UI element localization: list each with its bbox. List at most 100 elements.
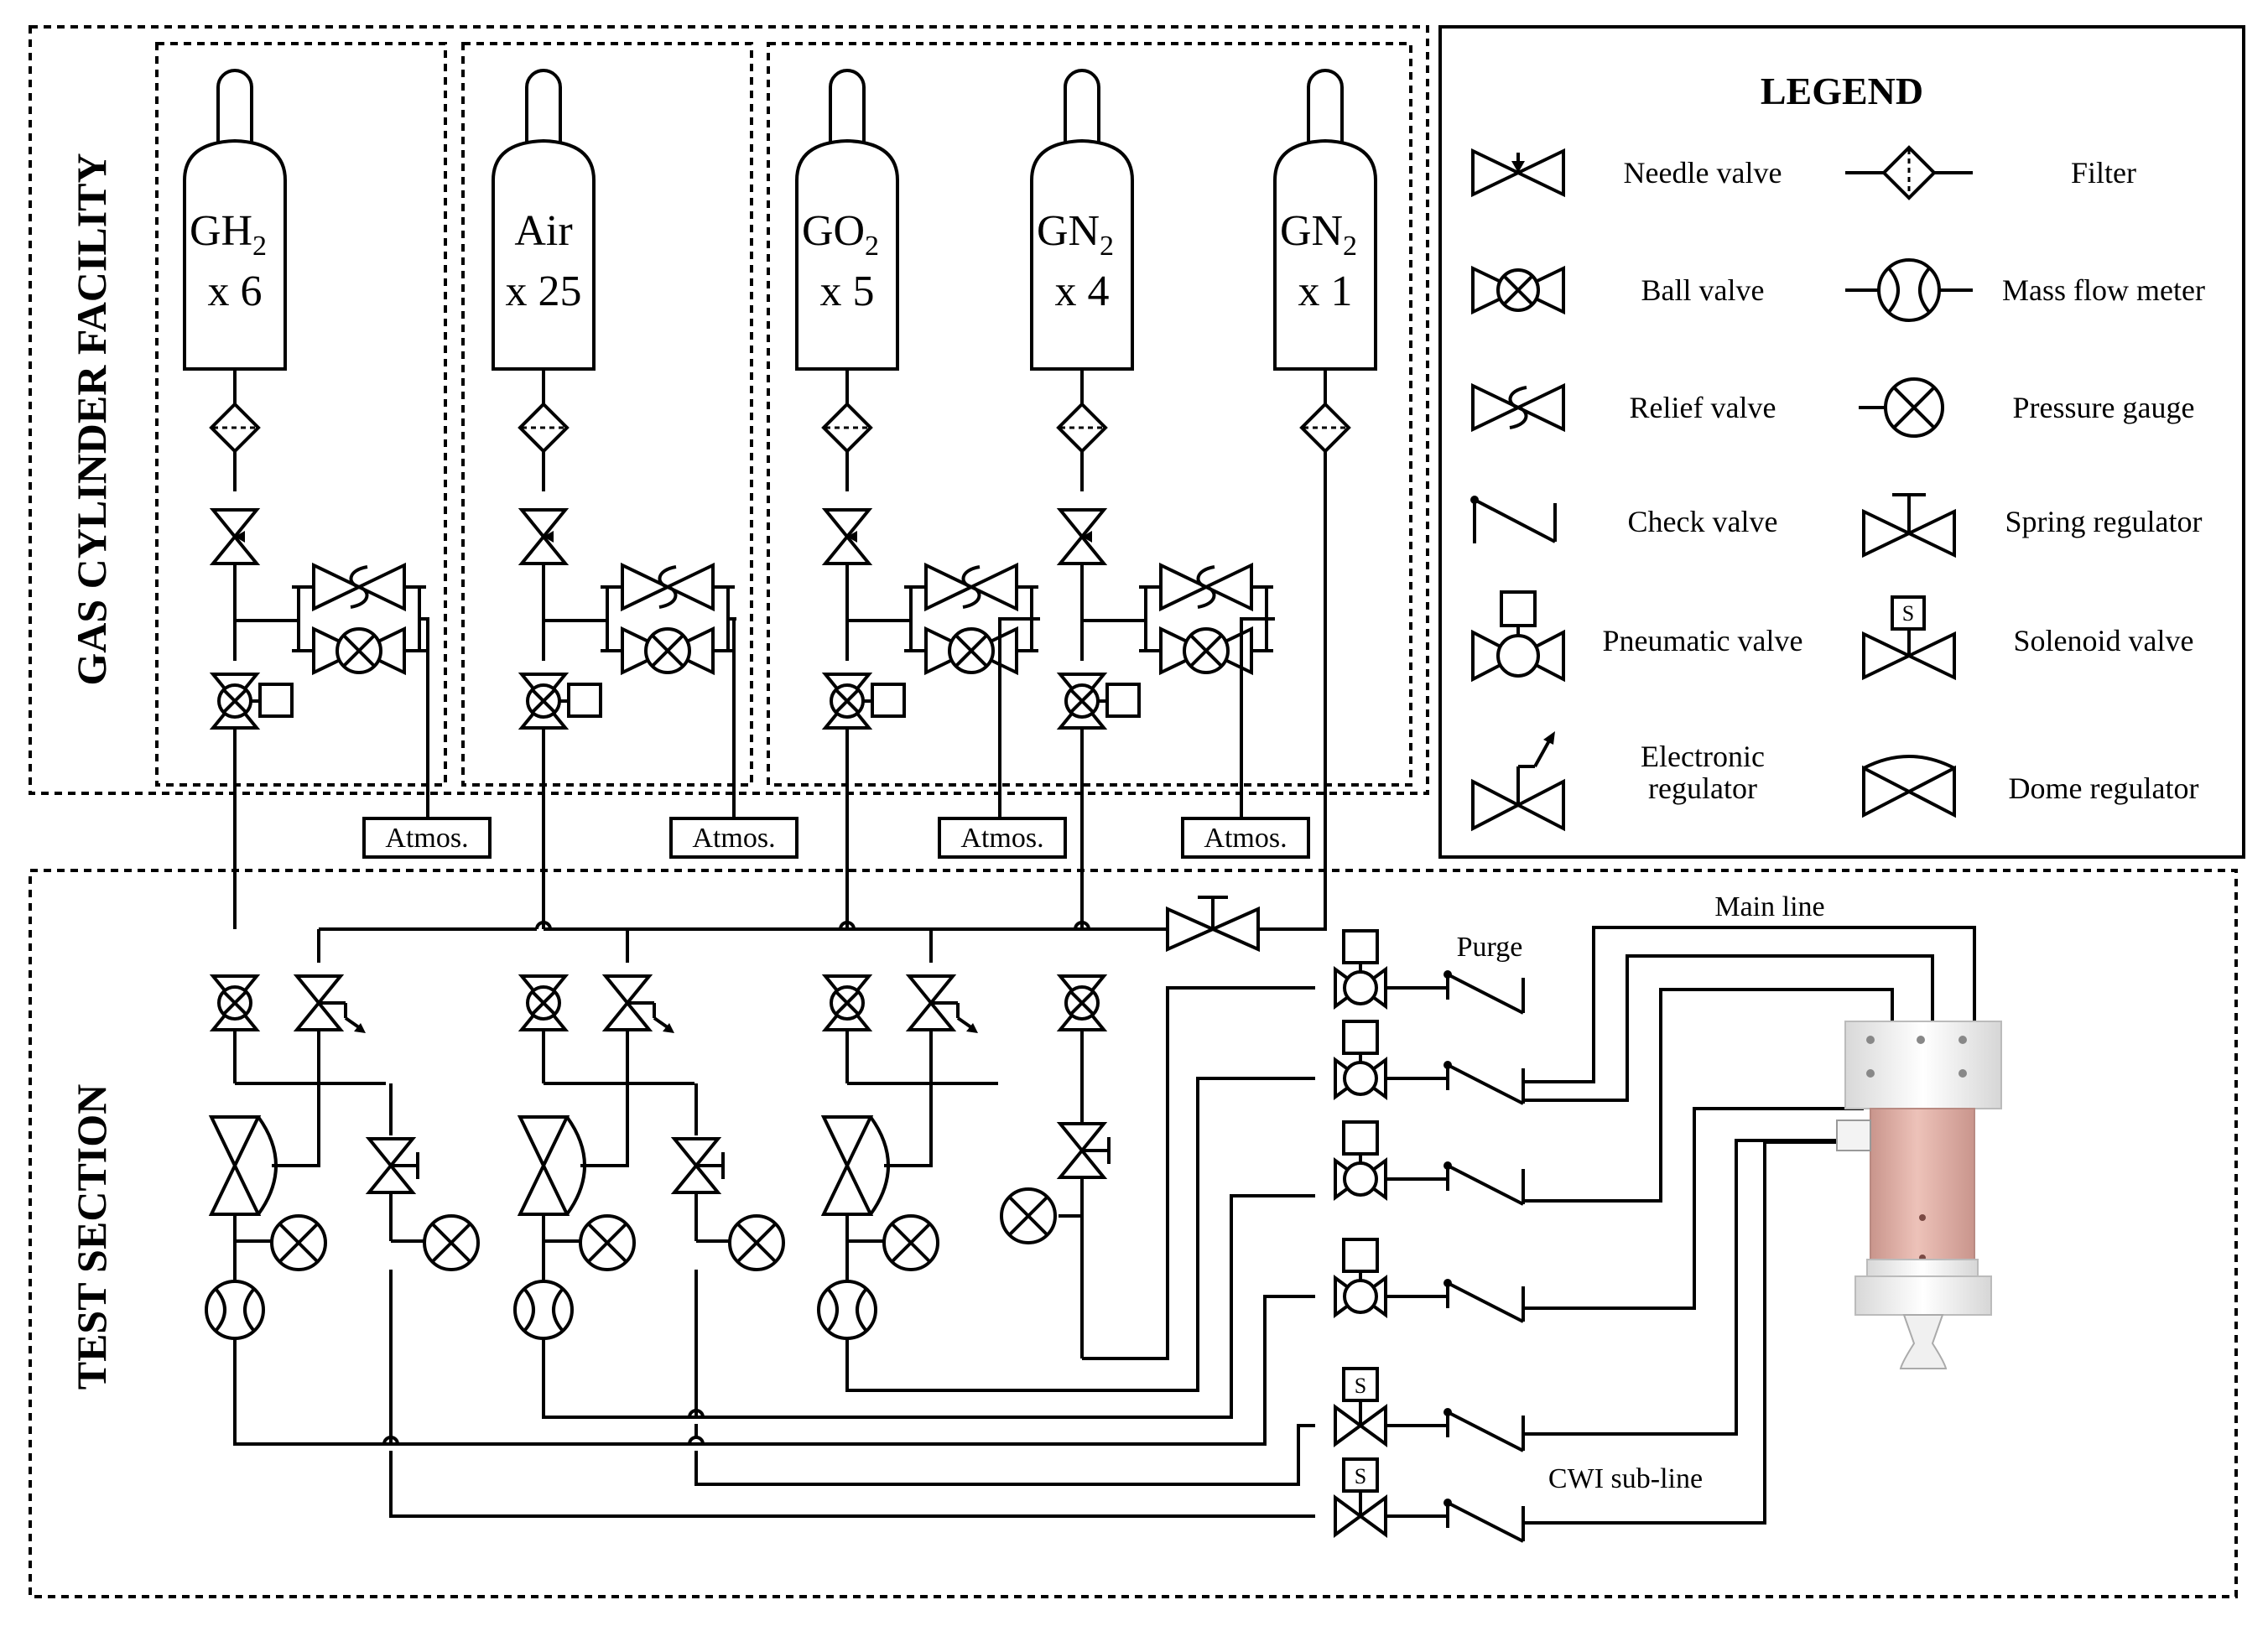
dome-regulator-icon <box>208 1115 310 1216</box>
ball-valve-icon <box>1159 626 1253 676</box>
dome-regulator-icon <box>1862 755 1956 818</box>
relief-valve-icon <box>1471 382 1565 433</box>
nozzle <box>1899 1314 1948 1369</box>
test-branch <box>205 974 386 1340</box>
filter-icon <box>1056 402 1108 454</box>
cylinder-gas-label: GN2 <box>1280 207 1357 262</box>
spring-regulator-icon <box>670 1137 725 1194</box>
test-branch <box>817 974 998 1340</box>
cylinder-branch: Atmos. <box>821 402 1067 929</box>
test-branch <box>513 974 694 1340</box>
electronic-regulator-icon <box>905 974 978 1033</box>
filter-icon <box>821 402 873 454</box>
ball-valve-icon <box>924 626 1018 676</box>
pressure-gauge-icon <box>728 1214 785 1271</box>
legend-label: Pressure gauge <box>2013 391 2195 424</box>
ball-valve-icon <box>518 974 570 1031</box>
dome-regulator-icon <box>820 1115 923 1216</box>
cylinder-count-label: x 1 <box>1298 268 1353 315</box>
relief-valve-icon <box>1159 562 1253 612</box>
relief-valve-icon <box>924 562 1018 612</box>
solenoid-letter: S <box>1355 1464 1366 1488</box>
atmos-vent-label: Atmos. <box>960 823 1043 854</box>
cwi-branch <box>670 1083 785 1271</box>
legend-label: Ball valve <box>1641 273 1765 307</box>
needle-valve-icon <box>518 508 570 565</box>
port-hole <box>1958 1036 1967 1044</box>
needle-valve-icon <box>209 508 261 565</box>
port-hole <box>1866 1036 1875 1044</box>
dome-regulator-icon <box>517 1115 619 1216</box>
ball-valve-icon <box>621 626 715 676</box>
mass-flow-meter-icon <box>205 1280 265 1340</box>
pneumatic-valve-icon <box>1334 1120 1387 1201</box>
legend-label: Relief valve <box>1630 391 1776 424</box>
cylinder-count-label: x 25 <box>506 268 582 315</box>
spring-regulator-icon <box>365 1137 419 1194</box>
port-hole <box>1919 1214 1926 1221</box>
legend-title: LEGEND <box>1761 70 1923 112</box>
gas-cylinder-facility-title: GAS CYLINDER FACILITY <box>68 153 115 685</box>
legend-label: Spring regulator <box>2005 505 2203 538</box>
pressure-gauge-icon <box>270 1214 327 1271</box>
mass-flow-meter-icon <box>817 1280 877 1340</box>
main-line-label: Main line <box>1714 891 1824 922</box>
pneumatic-valve-icon <box>518 673 602 730</box>
ball-valve-icon <box>1056 974 1108 1031</box>
pressure-gauge-icon <box>423 1214 480 1271</box>
nozzle-flange <box>1854 1275 1992 1316</box>
ball-valve-icon <box>209 974 261 1031</box>
cylinder-branch: Atmos. <box>1056 402 1310 929</box>
mass-flow-meter-icon <box>513 1280 574 1340</box>
spring-regulator-icon <box>1862 493 1956 558</box>
electronic-regulator-icon <box>293 974 366 1033</box>
solenoid-letter: S <box>1902 601 1914 626</box>
legend-label: Dome regulator <box>2009 771 2199 805</box>
atmos-vent-box <box>362 817 492 859</box>
pneumatic-valve-icon <box>1056 673 1141 730</box>
nitrogen-test-branch <box>1000 974 1315 1360</box>
solenoid-letter: S <box>1355 1374 1366 1398</box>
filter-icon <box>1845 145 1973 200</box>
pneumatic-valve-icon <box>1334 1238 1387 1318</box>
atmos-vent-box <box>669 817 798 859</box>
purge-header <box>317 921 1168 963</box>
relief-valve-icon <box>621 562 715 612</box>
pressure-gauge-icon <box>1859 377 1944 438</box>
check-valve-icon <box>1470 496 1557 543</box>
ball-valve-icon <box>821 974 873 1031</box>
cylinder-gas-label: GH2 <box>190 207 267 262</box>
port-hole <box>1958 1069 1967 1078</box>
manifold-lines <box>233 1077 1315 1518</box>
atmos-vent-label: Atmos. <box>385 823 468 854</box>
pneumatic-valve-icon <box>821 673 906 730</box>
legend-label: Check valve <box>1628 505 1778 538</box>
legend-box <box>1438 25 2245 859</box>
cwi-branch <box>365 1083 480 1271</box>
filter-icon <box>518 402 570 454</box>
legend-label: regulator <box>1648 771 1757 805</box>
gh2-group-frame <box>155 42 447 787</box>
solenoid-valve-icon: S <box>1334 1457 1387 1538</box>
atmos-vent-label: Atmos. <box>1204 823 1287 854</box>
atmos-vent-label: Atmos. <box>692 823 775 854</box>
legend-label: Electronic <box>1641 740 1765 773</box>
gas-cylinder-facility-frame <box>29 25 1429 795</box>
legend-label: Pneumatic valve <box>1603 624 1803 657</box>
cylinder-count-label: x 5 <box>820 268 875 315</box>
filter-icon <box>1299 402 1351 454</box>
combustor-chamber <box>1836 1021 2002 1369</box>
cylinder-count-label: x 4 <box>1055 268 1110 315</box>
oxidizer-nitrogen-group-frame <box>767 42 1412 787</box>
electronic-regulator-icon <box>601 974 674 1033</box>
check-valve-icon <box>1444 1279 1525 1323</box>
cylinder-branch: Atmos. <box>209 402 492 929</box>
needle-valve-icon <box>1471 148 1565 198</box>
cylinder-branch: Atmos. <box>518 402 798 929</box>
